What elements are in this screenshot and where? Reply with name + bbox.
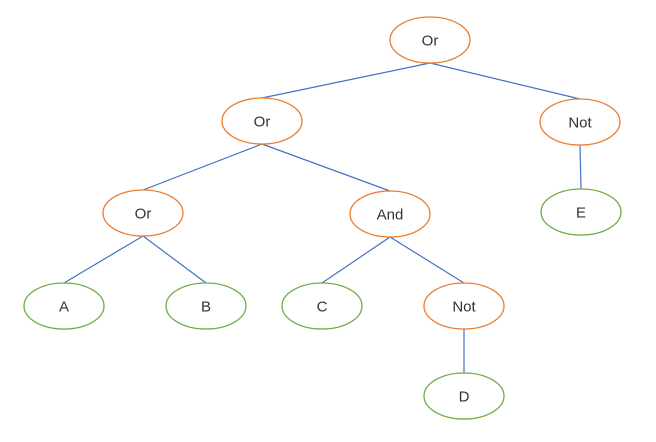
node-or-l3: Or xyxy=(102,189,184,237)
node-and-l3-ellipse xyxy=(349,190,431,238)
node-a-ellipse xyxy=(23,282,105,330)
edge-or-l3-b xyxy=(142,235,207,284)
edge-and-l3-c xyxy=(321,236,391,284)
node-or-l2: Or xyxy=(221,97,303,145)
node-not-l2: Not xyxy=(539,98,621,146)
node-or-root: Or xyxy=(389,16,471,64)
node-or-root-ellipse xyxy=(389,16,471,64)
node-b-label: B xyxy=(201,298,211,315)
node-or-root-label: Or xyxy=(422,32,439,49)
node-or-l2-ellipse xyxy=(221,97,303,145)
node-d-label: D xyxy=(459,388,470,405)
edge-and-l3-not-l4 xyxy=(389,236,465,284)
node-a-label: A xyxy=(59,298,69,315)
node-not-l4: Not xyxy=(423,282,505,330)
edge-or-l2-and-l3 xyxy=(261,143,391,192)
node-e-label: E xyxy=(576,204,586,221)
node-d-ellipse xyxy=(423,372,505,420)
node-b: B xyxy=(165,282,247,330)
edge-not-l2-e xyxy=(579,144,582,190)
node-or-l2-label: Or xyxy=(254,113,271,130)
node-not-l2-label: Not xyxy=(568,114,592,131)
node-e-ellipse xyxy=(540,188,622,236)
node-b-ellipse xyxy=(165,282,247,330)
node-or-l3-ellipse xyxy=(102,189,184,237)
node-c: C xyxy=(281,282,363,330)
node-and-l3-label: And xyxy=(377,206,404,223)
node-not-l4-ellipse xyxy=(423,282,505,330)
edge-or-root-not-l2 xyxy=(429,62,581,100)
edge-or-l3-a xyxy=(63,235,144,284)
node-e: E xyxy=(540,188,622,236)
node-not-l2-ellipse xyxy=(539,98,621,146)
node-or-l3-label: Or xyxy=(135,205,152,222)
node-and-l3: And xyxy=(349,190,431,238)
node-a: A xyxy=(23,282,105,330)
edge-or-l2-or-l3 xyxy=(142,143,263,191)
node-not-l4-label: Not xyxy=(452,298,476,315)
node-c-ellipse xyxy=(281,282,363,330)
node-d: D xyxy=(423,372,505,420)
node-c-label: C xyxy=(317,298,328,315)
edge-or-root-or-l2 xyxy=(261,62,431,99)
